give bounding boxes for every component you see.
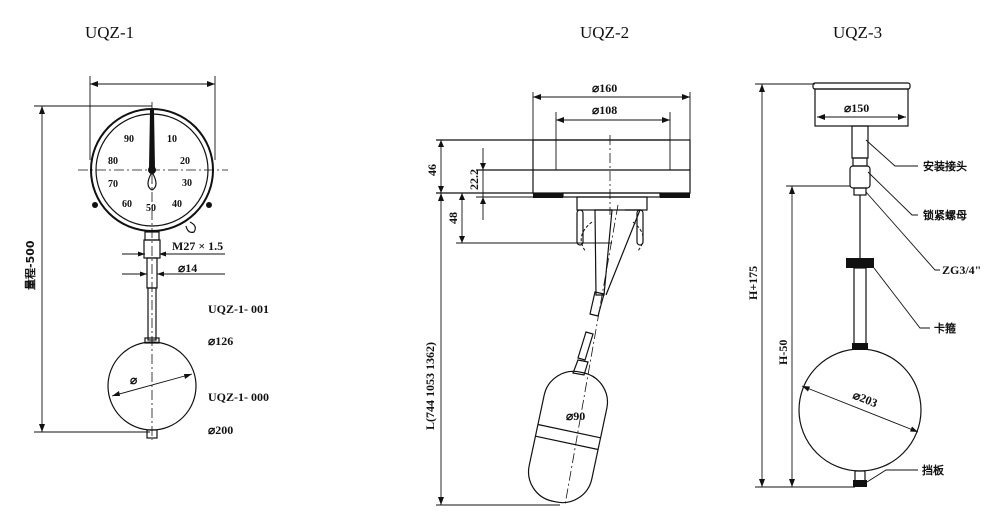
thread-spec: M27 × 1.5 <box>172 239 223 253</box>
model-001: UQZ-1- 001 <box>208 302 269 316</box>
baffle <box>853 480 867 487</box>
rod-diameter: ⌀14 <box>178 261 197 275</box>
uqz-3-drawing: UQZ-3 ⌀150 ⌀203 H+175 H-50 安装接头 锁紧螺母 <box>746 23 981 488</box>
svg-text:20: 20 <box>180 156 190 167</box>
float-diameter: ⌀90 <box>566 409 585 423</box>
svg-text:50: 50 <box>146 203 156 214</box>
range-label: 量程-500 <box>23 240 37 290</box>
float-ball <box>798 348 922 472</box>
outer-diameter: ⌀160 <box>592 81 617 95</box>
mount-connector <box>851 125 869 159</box>
uqz-1-title: UQZ-1 <box>85 23 134 42</box>
svg-text:90: 90 <box>124 134 134 145</box>
clamp <box>846 258 874 268</box>
bracket <box>576 196 648 211</box>
float-travel: H-50 <box>776 340 790 365</box>
svg-text:70: 70 <box>108 179 118 190</box>
model-000-diameter: ⌀200 <box>208 423 233 437</box>
svg-text:40: 40 <box>172 199 182 210</box>
housing <box>532 139 691 194</box>
callout-clamp: 卡箍 <box>934 321 956 335</box>
float-capsule <box>527 370 609 504</box>
height-46: 46 <box>425 164 439 176</box>
svg-text:60: 60 <box>122 199 132 210</box>
length-options: L(744 1053 1362) <box>423 342 437 430</box>
uqz-3-title: UQZ-3 <box>833 23 882 42</box>
model-000: UQZ-1- 000 <box>208 390 269 404</box>
lock-nut <box>849 165 871 189</box>
ball-diameter-mark: ⌀ <box>130 373 138 387</box>
inner-diameter: ⌀108 <box>592 103 617 117</box>
uqz-2-drawing: UQZ-2 ⌀160 ⌀108 46 22.2 48 <box>423 23 691 506</box>
dial-scale: 90 10 80 20 70 30 60 50 40 <box>108 134 192 214</box>
svg-text:80: 80 <box>108 156 118 167</box>
callout-baffle: 挡板 <box>922 463 945 477</box>
model-001-diameter: ⌀126 <box>208 334 233 348</box>
callout-thread: ZG3/4" <box>942 263 981 277</box>
svg-text:30: 30 <box>182 178 192 189</box>
height-22-2: 22.2 <box>467 169 481 190</box>
callout-mount-connector: 安装接头 <box>923 159 967 173</box>
head-diameter: ⌀150 <box>844 101 869 115</box>
height-48: 48 <box>446 212 460 224</box>
total-height: H+175 <box>746 266 760 300</box>
callout-lock-nut: 锁紧螺母 <box>923 208 967 222</box>
svg-text:10: 10 <box>167 134 177 145</box>
uqz-1-drawing: UQZ-1 量程-500 90 10 80 20 70 30 60 50 <box>23 23 269 440</box>
dial-needle <box>149 110 155 168</box>
uqz-2-title: UQZ-2 <box>580 23 629 42</box>
